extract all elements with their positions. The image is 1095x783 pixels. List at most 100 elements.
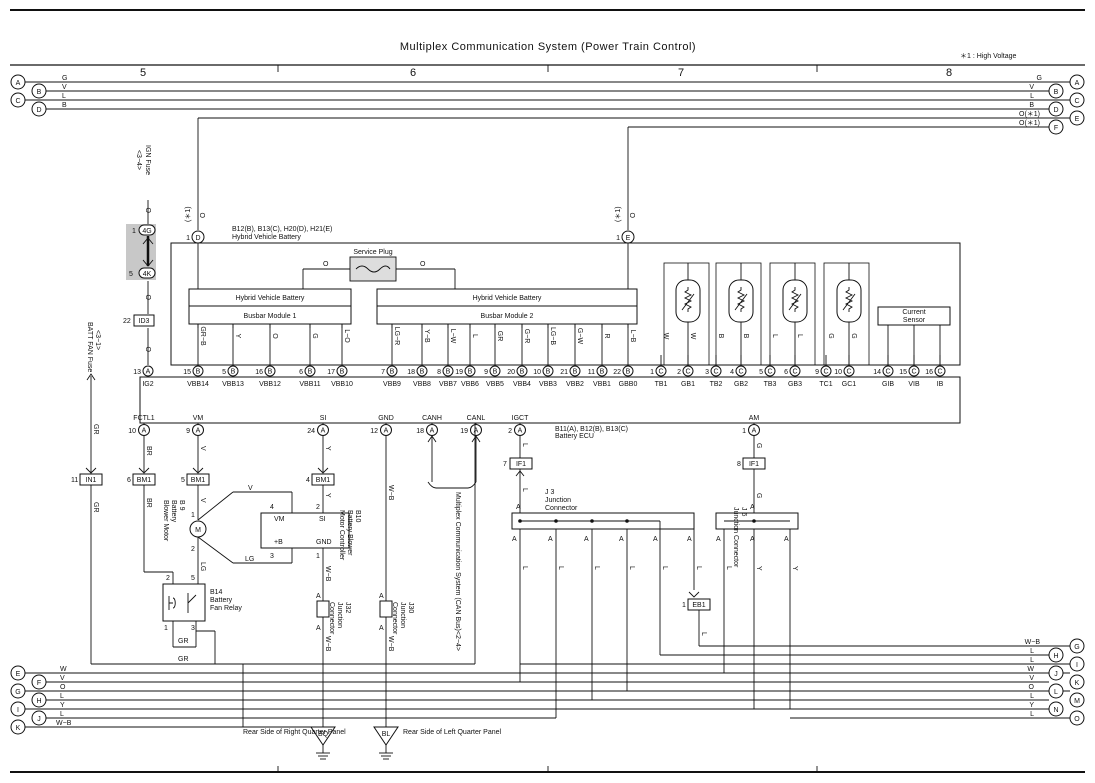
svg-text:BM1: BM1 <box>316 477 331 484</box>
svg-text:4K: 4K <box>143 271 152 278</box>
svg-text:Y: Y <box>324 493 331 498</box>
svg-text:A: A <box>750 536 755 543</box>
pin-name: VIB <box>908 381 920 388</box>
pin-number: 15 <box>899 369 907 376</box>
svg-text:L: L <box>695 566 702 570</box>
pin-connector-letter: B <box>600 369 605 376</box>
pin-number: 11 <box>588 369 595 376</box>
pin-number: 2 <box>508 428 512 435</box>
svg-text:E: E <box>626 235 631 242</box>
pin-number: 17 <box>327 369 335 376</box>
svg-text:E: E <box>1075 116 1080 123</box>
pin-connector-letter: C <box>792 369 797 376</box>
pin-number: 5 <box>222 369 226 376</box>
svg-text:O: O <box>630 212 637 218</box>
svg-text:W−B: W−B <box>387 485 394 501</box>
wire-color: R <box>603 333 610 338</box>
hv-battery-name: Hybrid Vehicle Battery <box>232 234 301 241</box>
svg-text:Hybrid Vehicle Battery: Hybrid Vehicle Battery <box>236 295 305 302</box>
svg-text:F: F <box>1054 125 1058 132</box>
svg-text:D: D <box>195 235 200 242</box>
pin-name: GIB <box>882 381 894 388</box>
svg-text:SI: SI <box>319 516 326 523</box>
bottom-left-bus <box>25 663 754 728</box>
pin-name: GB2 <box>734 381 748 388</box>
wire-color: B <box>742 334 749 339</box>
svg-text:4G: 4G <box>142 228 151 235</box>
pin-connector-letter: B <box>340 369 345 376</box>
pin-name: CANL <box>467 415 486 422</box>
pin-connector-letter: C <box>846 369 851 376</box>
svg-text:N: N <box>1053 707 1058 714</box>
svg-text:LG: LG <box>245 556 254 563</box>
svg-text:L: L <box>1030 657 1034 664</box>
svg-text:O: O <box>420 261 426 268</box>
svg-text:A: A <box>379 593 384 600</box>
svg-text:IGN Fuse: IGN Fuse <box>144 145 151 175</box>
svg-text:BR: BR <box>145 446 152 456</box>
high-voltage-note: ＊1 : High Voltage <box>960 53 1017 60</box>
pin-name: GB1 <box>681 381 695 388</box>
hv-pin-e: E 1 O (＊1) <box>615 206 637 244</box>
bottom-right-bus <box>520 645 1070 719</box>
wire-color: L−B <box>629 330 636 343</box>
pin-connector-letter: A <box>384 428 389 435</box>
svg-text:A: A <box>379 625 384 632</box>
pin-number: 22 <box>613 369 621 376</box>
busbar-module-2: Hybrid Vehicle Battery Busbar Module 2 <box>376 288 638 325</box>
busbar-module-1: Hybrid Vehicle Battery Busbar Module 1 <box>188 288 352 325</box>
svg-text:O: O <box>323 261 329 268</box>
svg-text:5: 5 <box>129 271 133 278</box>
svg-text:W−B: W−B <box>324 636 331 652</box>
wire-color: G <box>827 333 834 338</box>
svg-text:1: 1 <box>191 512 195 519</box>
svg-text:BQ: BQ <box>318 731 329 738</box>
pin-number: 9 <box>484 369 488 376</box>
svg-text:B: B <box>1054 89 1059 96</box>
pin-connector-letter: B <box>231 369 236 376</box>
wire-color: G−W <box>576 328 583 345</box>
svg-text:1: 1 <box>164 625 168 632</box>
ground-bq: BQ Rear Side of Right Quarter Panel <box>243 726 346 760</box>
svg-text:Busbar Module 1: Busbar Module 1 <box>244 313 297 320</box>
pin-number: 13 <box>133 369 141 376</box>
svg-text:Connector: Connector <box>391 602 398 635</box>
svg-text:K: K <box>16 725 21 732</box>
svg-text:E: E <box>16 671 21 678</box>
pin-number: 6 <box>784 369 788 376</box>
svg-text:4: 4 <box>270 504 274 511</box>
top-right-bus-connectors: A B C D E F G V L B O(＊1) O(＊1) <box>1019 74 1085 135</box>
pin-number: 16 <box>925 369 933 376</box>
svg-text:L: L <box>725 566 732 570</box>
pin-connector-letter: C <box>767 369 772 376</box>
svg-text:Junction Connector: Junction Connector <box>732 507 739 568</box>
wire-color: LG−B <box>549 327 556 345</box>
svg-text:L: L <box>521 488 528 492</box>
pin-number: 10 <box>533 369 541 376</box>
svg-text:3: 3 <box>270 553 274 560</box>
svg-text:5: 5 <box>191 575 195 582</box>
service-plug: Service Plug O O <box>302 249 456 289</box>
svg-text:Battery: Battery <box>170 500 177 523</box>
svg-text:C: C <box>1074 98 1079 105</box>
svg-text:G: G <box>15 689 20 696</box>
svg-text:GR: GR <box>92 502 99 513</box>
svg-text:V: V <box>62 84 67 91</box>
pin-number: 3 <box>705 369 709 376</box>
svg-text:BM1: BM1 <box>137 477 152 484</box>
svg-text:BM1: BM1 <box>191 477 206 484</box>
svg-text:L: L <box>557 566 564 570</box>
svg-text:Y: Y <box>791 566 798 571</box>
svg-text:2: 2 <box>316 504 320 511</box>
